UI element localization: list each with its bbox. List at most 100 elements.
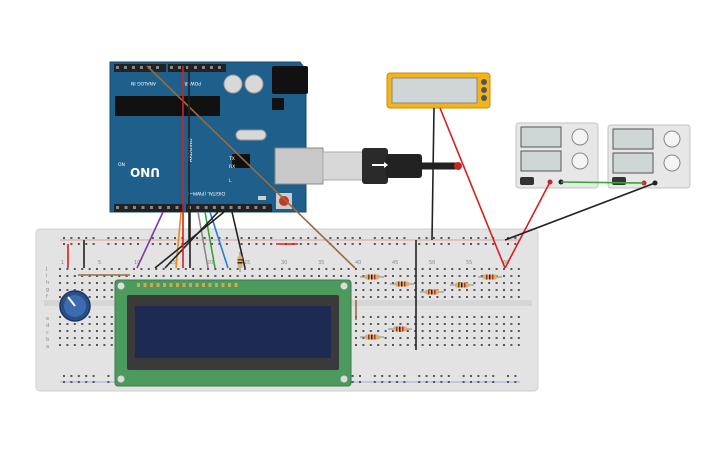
breadboard-hole[interactable]: [510, 268, 513, 270]
breadboard-hole[interactable]: [392, 316, 394, 318]
breadboard-hole[interactable]: [73, 282, 76, 284]
breadboard-hole[interactable]: [433, 375, 435, 377]
breadboard-hole[interactable]: [236, 275, 239, 277]
breadboard-hole[interactable]: [377, 282, 380, 284]
breadboard-hole[interactable]: [81, 275, 84, 277]
breadboard-hole[interactable]: [162, 268, 165, 270]
breadboard-hole[interactable]: [351, 243, 354, 245]
breadboard-hole[interactable]: [81, 289, 84, 291]
breadboard-hole[interactable]: [392, 344, 394, 346]
breadboard-hole[interactable]: [517, 330, 520, 332]
breadboard-hole[interactable]: [66, 330, 69, 332]
breadboard-hole[interactable]: [517, 344, 520, 346]
breadboard-hole[interactable]: [392, 296, 394, 298]
breadboard-hole[interactable]: [406, 268, 409, 270]
breadboard-hole[interactable]: [184, 268, 187, 270]
lcd-pin[interactable]: [189, 283, 192, 287]
breadboard-hole[interactable]: [421, 282, 424, 284]
header-pin[interactable]: [221, 206, 225, 209]
breadboard-hole[interactable]: [377, 268, 380, 270]
breadboard-hole[interactable]: [355, 296, 357, 298]
breadboard-hole[interactable]: [495, 330, 498, 332]
breadboard-hole[interactable]: [503, 268, 505, 270]
breadboard-hole[interactable]: [477, 243, 480, 245]
breadboard-hole[interactable]: [373, 381, 376, 383]
breadboard-hole[interactable]: [406, 337, 409, 339]
breadboard-hole[interactable]: [355, 337, 357, 339]
header-pin[interactable]: [254, 206, 258, 209]
breadboard-hole[interactable]: [369, 268, 372, 270]
supply-wire-black[interactable]: [504, 182, 656, 241]
breadboard-hole[interactable]: [421, 316, 424, 318]
breadboard-hole[interactable]: [295, 268, 298, 270]
breadboard-hole[interactable]: [507, 237, 509, 239]
breadboard-hole[interactable]: [399, 337, 402, 339]
breadboard-hole[interactable]: [107, 237, 110, 239]
breadboard-hole[interactable]: [81, 323, 84, 325]
breadboard-hole[interactable]: [369, 316, 372, 318]
breadboard-hole[interactable]: [443, 296, 446, 298]
breadboard-hole[interactable]: [336, 237, 339, 239]
breadboard-hole[interactable]: [63, 375, 65, 377]
breadboard-hole[interactable]: [318, 275, 320, 277]
breadboard-hole[interactable]: [517, 296, 520, 298]
breadboard-hole[interactable]: [266, 275, 269, 277]
breadboard-hole[interactable]: [225, 237, 228, 239]
breadboard-hole[interactable]: [59, 268, 61, 270]
lcd-pin[interactable]: [195, 283, 199, 287]
header-pin[interactable]: [156, 66, 159, 69]
breadboard-hole[interactable]: [63, 237, 65, 239]
breadboard-hole[interactable]: [510, 330, 513, 332]
breadboard-hole[interactable]: [514, 237, 517, 239]
breadboard-hole[interactable]: [373, 375, 376, 377]
breadboard-hole[interactable]: [507, 243, 509, 245]
breadboard-hole[interactable]: [122, 243, 125, 245]
breadboard-hole[interactable]: [110, 282, 113, 284]
breadboard-hole[interactable]: [517, 316, 520, 318]
breadboard-hole[interactable]: [70, 237, 73, 239]
breadboard-hole[interactable]: [377, 316, 380, 318]
breadboard-hole[interactable]: [477, 375, 480, 377]
breadboard-hole[interactable]: [314, 243, 317, 245]
breadboard-hole[interactable]: [133, 268, 135, 270]
breadboard-hole[interactable]: [96, 296, 98, 298]
current-knob[interactable]: [663, 154, 681, 172]
breadboard-hole[interactable]: [507, 375, 509, 377]
breadboard-hole[interactable]: [466, 268, 468, 270]
breadboard-hole[interactable]: [88, 268, 91, 270]
breadboard-hole[interactable]: [110, 337, 113, 339]
wire-black[interactable]: [164, 211, 219, 269]
breadboard-hole[interactable]: [281, 268, 283, 270]
breadboard-hole[interactable]: [140, 268, 143, 270]
breadboard-hole[interactable]: [88, 275, 91, 277]
breadboard-hole[interactable]: [255, 243, 258, 245]
breadboard-hole[interactable]: [473, 337, 476, 339]
lcd-pin[interactable]: [228, 283, 231, 287]
breadboard-hole[interactable]: [170, 275, 172, 277]
breadboard-hole[interactable]: [433, 381, 435, 383]
breadboard-hole[interactable]: [396, 237, 398, 239]
breadboard-hole[interactable]: [110, 268, 113, 270]
breadboard-hole[interactable]: [248, 243, 250, 245]
multimeter-probe-jack[interactable]: [481, 79, 487, 85]
breadboard-hole[interactable]: [403, 237, 406, 239]
breadboard-hole[interactable]: [384, 268, 387, 270]
breadboard-hole[interactable]: [244, 268, 246, 270]
breadboard-hole[interactable]: [440, 243, 443, 245]
resistor[interactable]: [360, 334, 384, 340]
breadboard-hole[interactable]: [495, 323, 498, 325]
breadboard-hole[interactable]: [510, 323, 513, 325]
breadboard-hole[interactable]: [429, 344, 431, 346]
breadboard-hole[interactable]: [155, 268, 158, 270]
header-pin[interactable]: [133, 206, 136, 209]
multimeter-probe-black[interactable]: [431, 107, 435, 241]
breadboard-hole[interactable]: [192, 275, 195, 277]
breadboard-hole[interactable]: [473, 296, 476, 298]
breadboard-hole[interactable]: [473, 268, 476, 270]
breadboard-hole[interactable]: [458, 323, 461, 325]
breadboard-hole[interactable]: [229, 268, 232, 270]
breadboard-hole[interactable]: [436, 296, 439, 298]
breadboard-hole[interactable]: [503, 344, 505, 346]
current-knob[interactable]: [571, 152, 589, 170]
breadboard-hole[interactable]: [103, 337, 106, 339]
